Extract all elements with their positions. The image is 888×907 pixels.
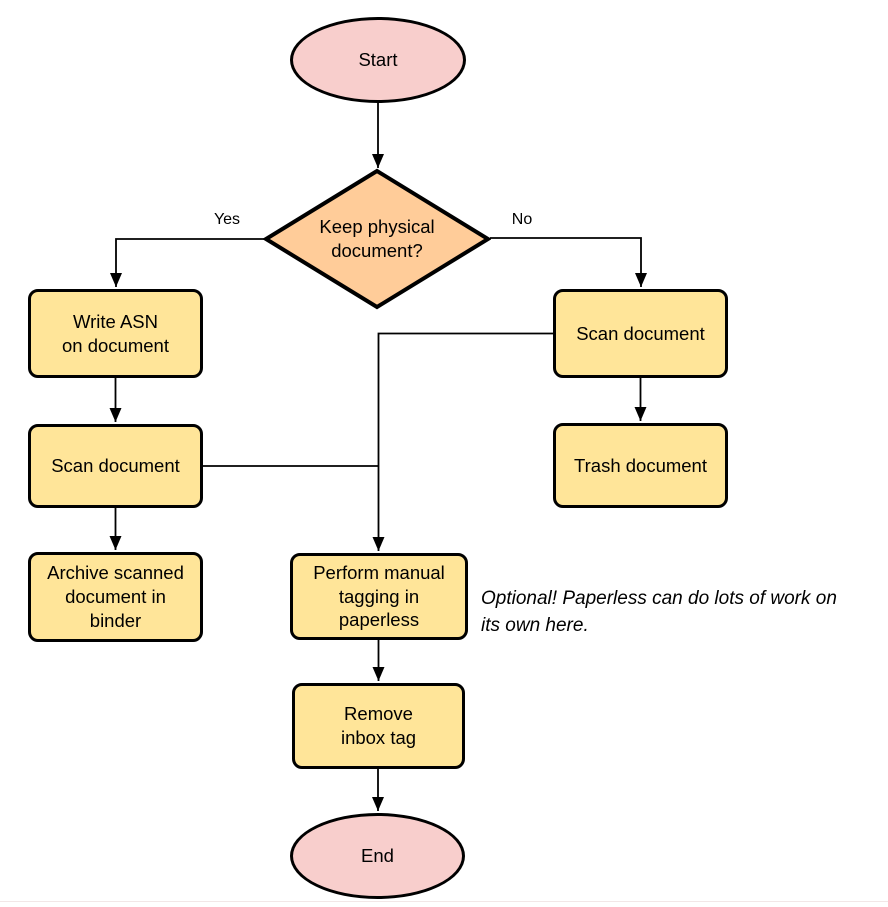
edge-label-yes: Yes [213,211,241,228]
diamond-shape [263,168,491,310]
node-write-asn-on-document: Write ASN on document [28,289,203,378]
node-scan-left-label: Scan document [51,455,180,477]
node-write-asn-label: Write ASN on document [62,310,169,356]
node-scan-document-left: Scan document [28,424,203,508]
edge-scan-right-to-tagging [372,332,553,551]
node-end: End [290,813,465,899]
node-remove-inbox-label: Remove inbox tag [340,703,417,748]
edge-decision-yes-to-write-asn [110,238,265,287]
node-tagging-label: Perform manual tagging in paperless [313,561,445,631]
node-start: Start [290,17,466,103]
node-end-label: End [361,845,394,867]
edge-decision-no-to-scan-right [490,237,647,287]
node-scan-document-right: Scan document [553,289,728,378]
node-decision-keep-physical-document: Keep physical document? [263,168,491,310]
node-perform-manual-tagging: Perform manual tagging in paperless [290,553,468,640]
optional-note: Optional! Paperless can do lots of work … [481,588,837,636]
node-remove-inbox-tag: Remove inbox tag [292,683,465,769]
node-scan-right-label: Scan document [576,322,705,344]
node-archive-scanned-document: Archive scanned document in binder [28,552,203,642]
node-start-label: Start [358,49,398,71]
page-bottom-border [0,901,888,902]
node-trash-document: Trash document [553,423,728,508]
node-trash-label: Trash document [574,454,707,476]
node-decision-label: Keep physical document? [319,216,435,261]
edge-label-no: No [511,211,533,228]
node-archive-label: Archive scanned document in binder [47,562,184,631]
